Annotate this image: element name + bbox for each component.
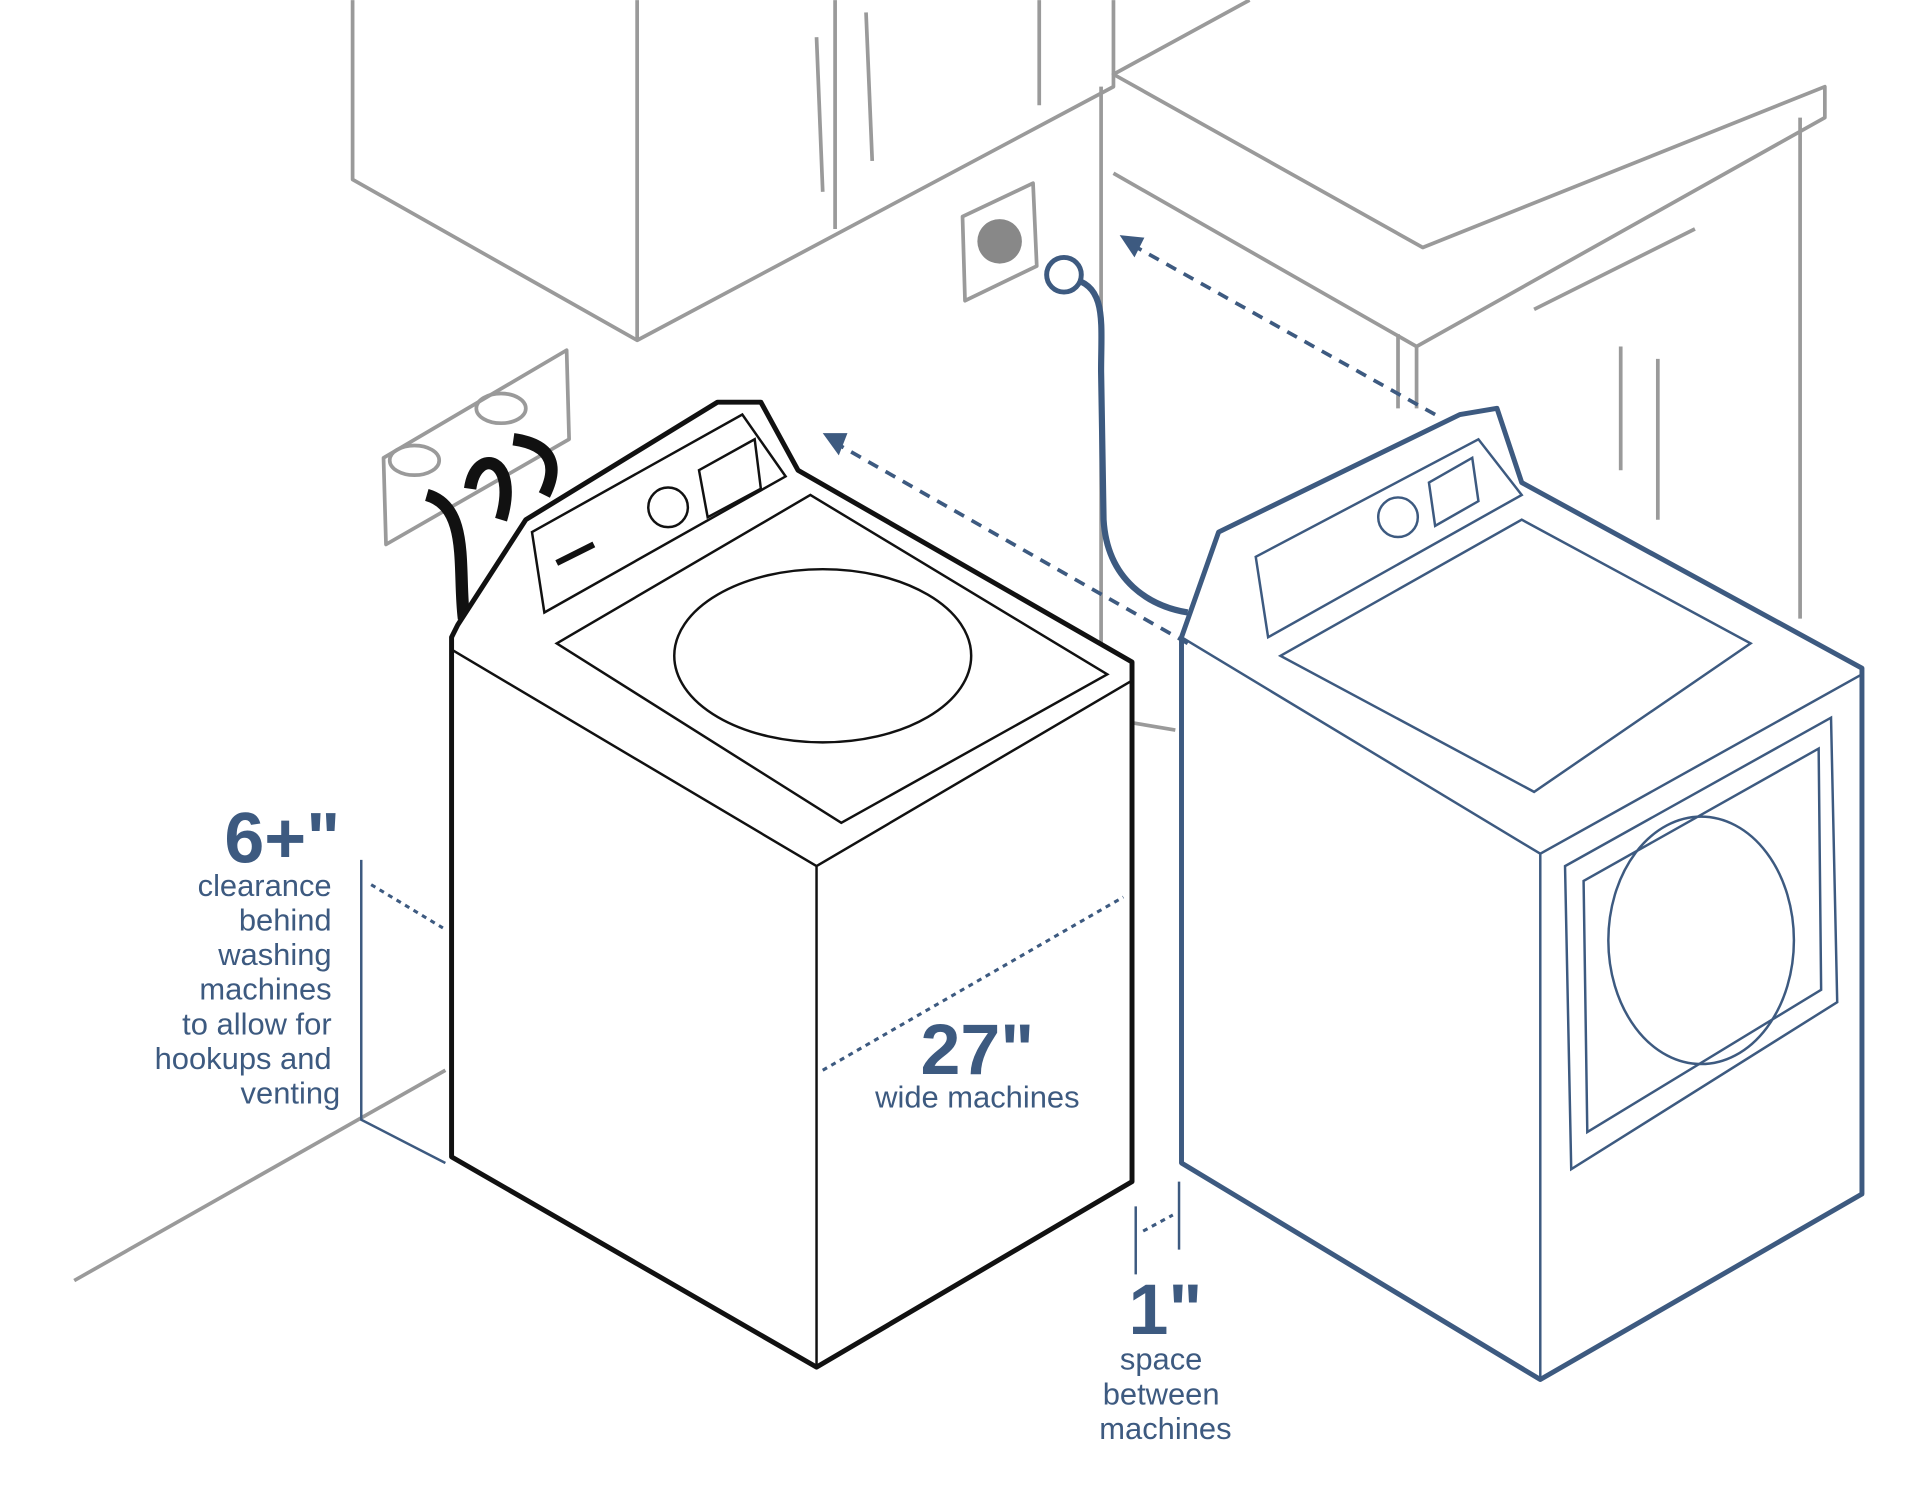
dryer-illustration (1179, 405, 1865, 1383)
spacing-line: between (1103, 1376, 1220, 1411)
spacing-label: 1" space between machines (1099, 1270, 1231, 1446)
clearance-label: 6+" clearance behind washing machines to… (155, 798, 341, 1110)
clearance-value: 6+" (224, 798, 340, 878)
wall-outlet (960, 181, 1039, 303)
cabinets (73, 0, 1827, 1283)
spacing-line: machines (1099, 1411, 1231, 1446)
clearance-line: behind (239, 902, 332, 937)
width-label: 27" wide machines (874, 1010, 1079, 1114)
spacing-line: space (1120, 1342, 1202, 1377)
clearance-line: washing (217, 937, 331, 972)
dimension-arrows (360, 235, 1437, 1275)
clearance-line: clearance (198, 868, 332, 903)
washer-illustration (449, 399, 1135, 1370)
width-value: 27" (920, 1010, 1034, 1090)
clearance-line: hookups and (155, 1041, 332, 1076)
spacing-value: 1" (1128, 1270, 1202, 1350)
width-caption: wide machines (874, 1079, 1079, 1114)
svg-text:space between mach: space between machines (1099, 1342, 1231, 1446)
svg-text:clearance behind w: clearance behind washing machines to all… (155, 868, 341, 1111)
clearance-line: to allow for (182, 1006, 331, 1041)
water-valves (381, 348, 571, 620)
clearance-line: machines (199, 972, 331, 1007)
clearance-line: venting (241, 1076, 341, 1111)
